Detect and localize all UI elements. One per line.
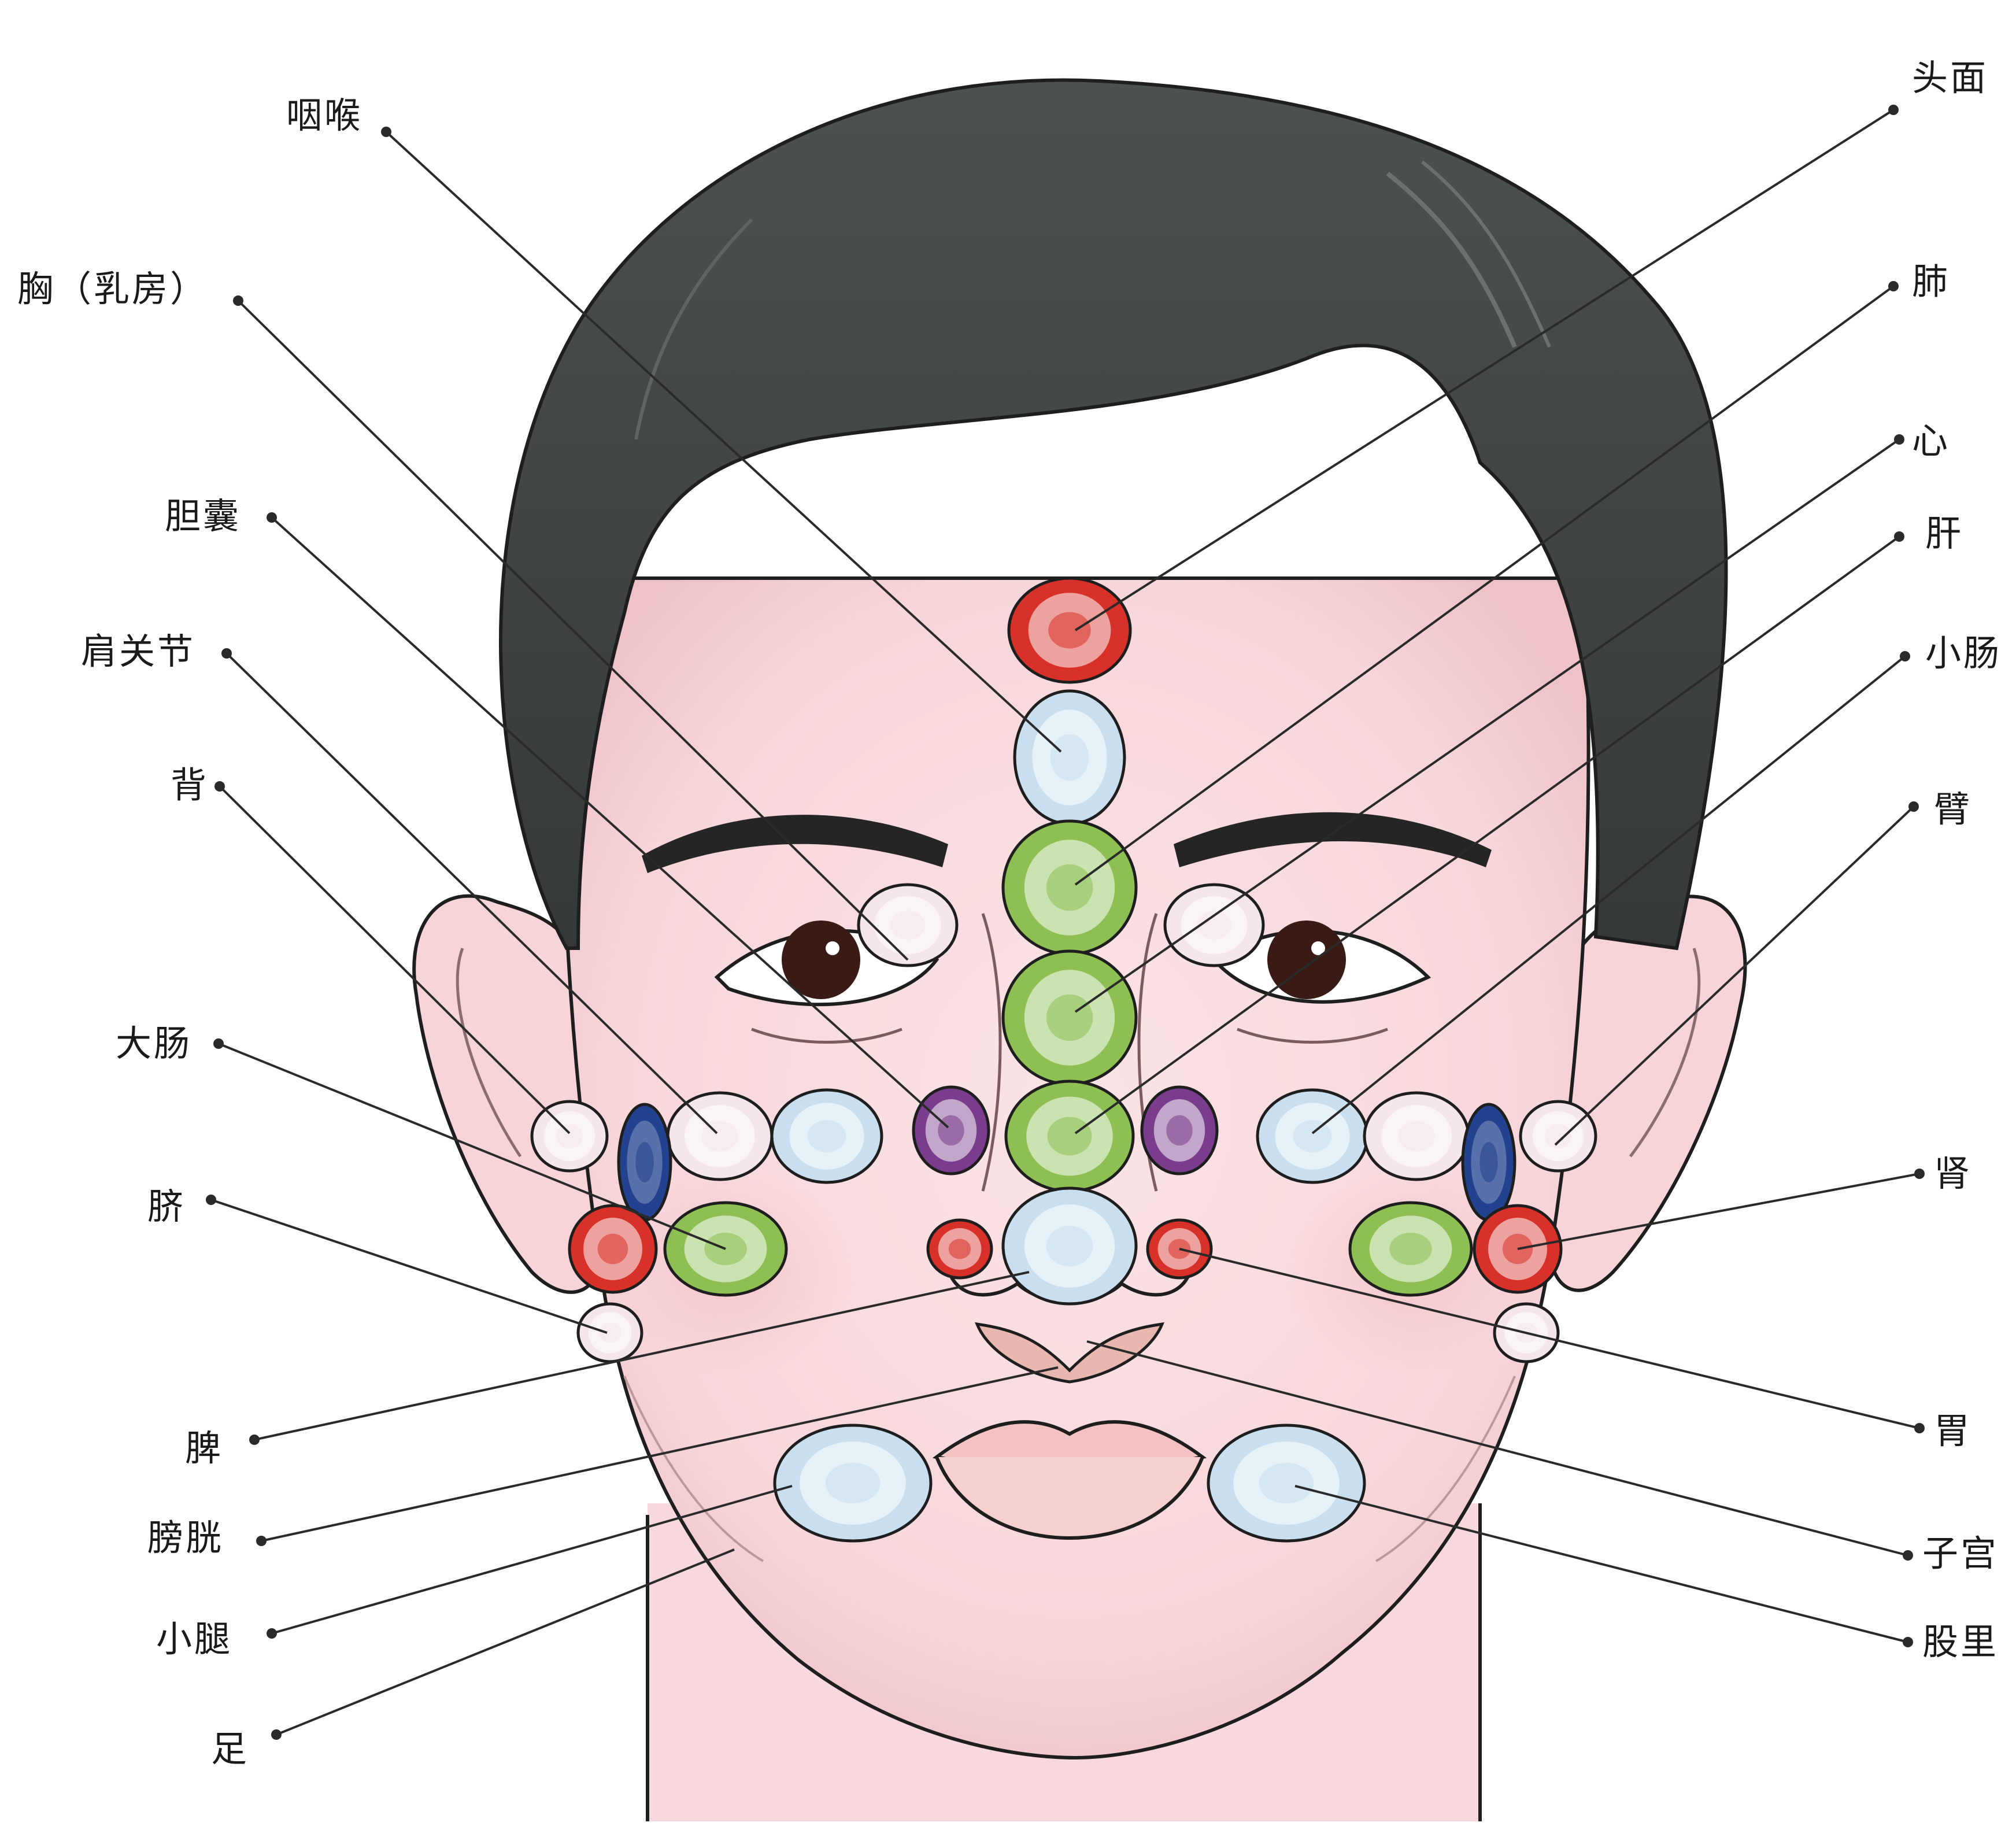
back-icon <box>532 1101 607 1171</box>
label-gan: 肝 <box>1925 513 1963 554</box>
leg-icon <box>1208 1425 1364 1541</box>
label-fei: 肺 <box>1912 261 1950 302</box>
face-icon <box>1009 578 1130 682</box>
back-icon <box>1521 1101 1596 1171</box>
label-pangguang: 膀胱 <box>147 1518 224 1558</box>
heart-icon <box>1003 951 1136 1084</box>
shoulder-icon <box>668 1093 772 1180</box>
breast-icon <box>1165 885 1263 966</box>
throat-icon <box>1015 691 1124 824</box>
gallbladder-icon <box>1142 1087 1217 1174</box>
label-xiaotui: 小腿 <box>156 1619 232 1659</box>
navel-icon <box>578 1304 642 1362</box>
label-toumian: 头面 <box>1912 58 1988 98</box>
label-dachang: 大肠 <box>116 1023 192 1064</box>
label-qi: 脐 <box>147 1186 186 1227</box>
label-bi: 臂 <box>1934 789 1972 830</box>
gallbladder-icon <box>913 1087 989 1174</box>
lungs-icon <box>1003 821 1136 954</box>
colon-icon <box>1350 1203 1471 1295</box>
leg-icon <box>775 1425 931 1541</box>
label-jianguanjie: 肩关节 <box>81 631 195 672</box>
label-xiong: 胸（乳房） <box>17 269 208 309</box>
label-yanhou: 咽喉 <box>286 95 362 136</box>
kidney-icon <box>569 1206 656 1292</box>
right-iris <box>1267 921 1346 999</box>
label-bei: 背 <box>171 765 209 805</box>
label-shen: 肾 <box>1934 1154 1972 1194</box>
arm-icon <box>1463 1104 1515 1220</box>
label-zu: 足 <box>211 1729 249 1769</box>
label-xin: 心 <box>1912 421 1950 461</box>
liver-icon <box>1006 1081 1133 1191</box>
label-zigong: 子宫 <box>1922 1533 1999 1574</box>
intestine-icon <box>772 1090 882 1182</box>
left-pupil-highlight <box>826 941 839 955</box>
label-wei: 胃 <box>1934 1411 1972 1451</box>
label-pi: 脾 <box>185 1428 223 1469</box>
label-dannang: 胆囊 <box>165 496 241 537</box>
label-guli: 股里 <box>1922 1622 1999 1662</box>
uterus-icon <box>1003 1188 1136 1304</box>
label-xiaochang: 小肠 <box>1925 633 2002 674</box>
stomach-icon <box>928 1220 992 1278</box>
arm-icon <box>619 1104 671 1220</box>
shoulder-icon <box>1364 1093 1468 1180</box>
